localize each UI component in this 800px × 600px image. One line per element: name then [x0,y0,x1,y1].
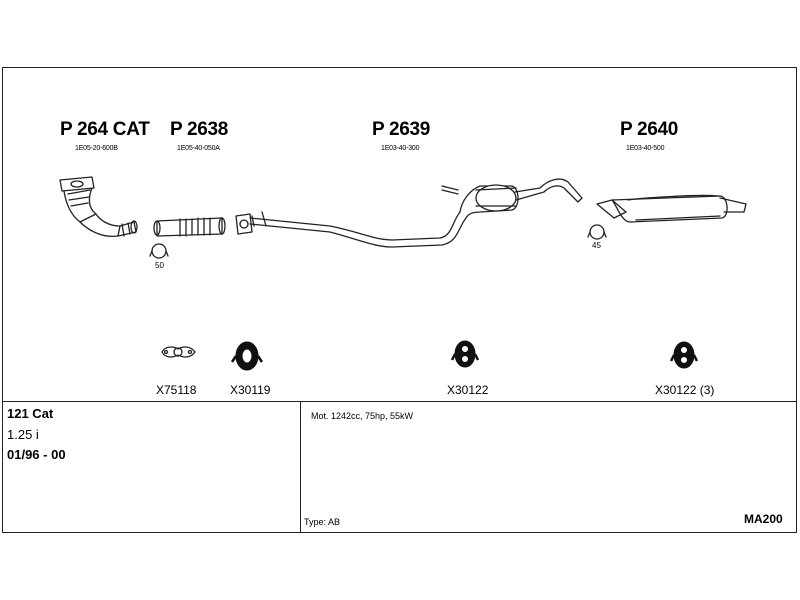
diagram-frame [2,67,797,533]
hardware-label-x30122-3: X30122 (3) [655,383,715,397]
vehicle-engine: 1.25 i [7,427,39,442]
part-code-p2640: 1E03-40-500 [626,145,665,152]
type-label: Type: AB [304,517,341,527]
engine-spec: Mot. 1242cc, 75hp, 55kW [311,411,414,421]
vehicle-dates: 01/96 - 00 [7,447,66,462]
mount-x30122-3 [669,341,699,369]
clamp-label-45: 45 [592,241,601,250]
centre-pipe-part [249,178,583,248]
divider-horizontal [2,401,797,402]
part-number-p2639: P 2639 [372,119,431,140]
clamp-label-50: 50 [155,261,164,270]
part-number-p2640: P 2640 [620,119,679,140]
part-code-p264: 1E05-20-600B [75,145,118,152]
clamp-50 [149,243,169,259]
part-number-p2638: P 2638 [170,119,229,140]
hardware-label-x75118: X75118 [156,383,197,397]
vehicle-model: 121 Cat [7,406,54,421]
flex-pipe-part [153,217,226,237]
flange-gasket [235,213,253,235]
mount-x30119 [230,341,264,371]
reference-code: MA200 [744,512,783,526]
divider-vertical [300,401,301,533]
part-code-p2638: 1E05-40-050A [177,145,220,152]
clamp-45 [587,224,607,240]
hardware-label-x30119: X30119 [230,383,271,397]
gasket-x75118 [161,346,196,358]
part-code-p2639: 1E03-40-300 [381,145,420,152]
hardware-label-x30122: X30122 [447,383,489,397]
rear-silencer-part [596,194,747,223]
catalytic-converter-part [59,176,138,238]
mount-x30122 [450,340,480,368]
part-number-p264: P 264 CAT [60,119,150,140]
